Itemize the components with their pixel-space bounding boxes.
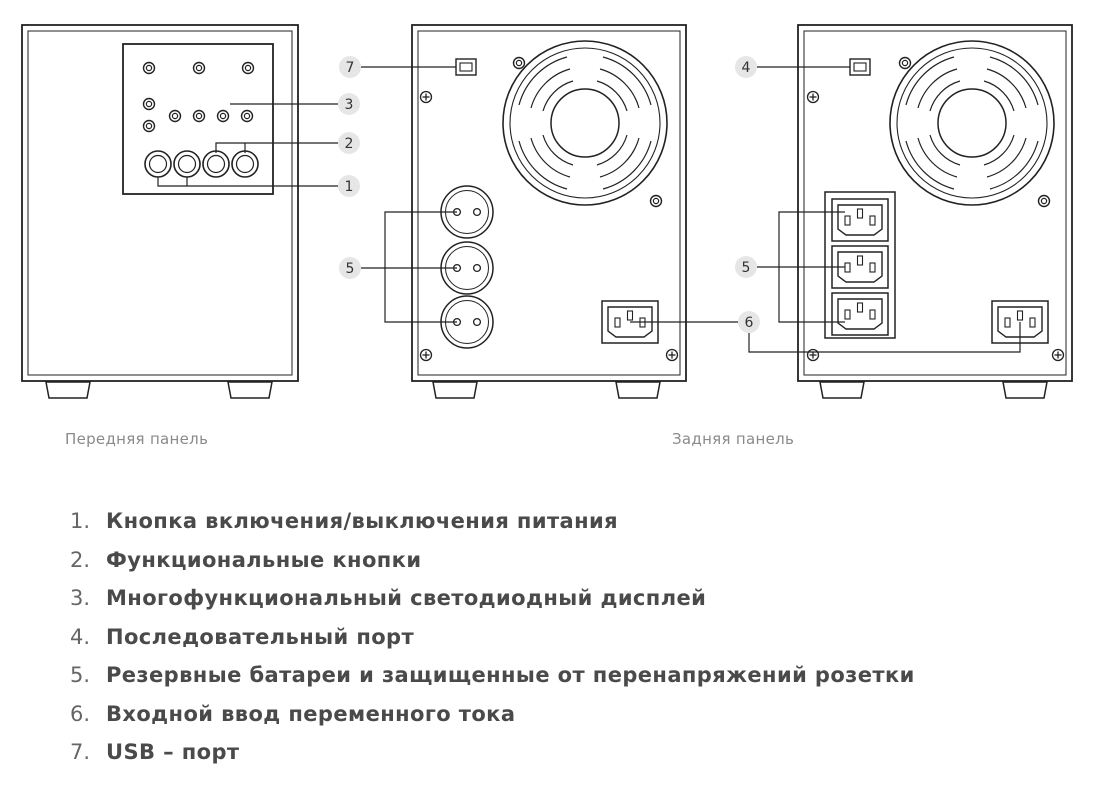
front-panel-caption: Передняя панель xyxy=(65,430,209,448)
screw-hole-icon xyxy=(649,194,663,208)
back-panel-schuko: 7 5 xyxy=(339,24,738,399)
iec-outlet-icon xyxy=(831,292,889,336)
screw-icon xyxy=(419,90,433,104)
ups-panels-diagram: 3 2 1 7 xyxy=(21,24,1073,399)
legend-item: 5. Резервные батареи и защищенные от пере… xyxy=(70,656,915,695)
screw-hole-icon xyxy=(512,56,526,70)
legend-number: 5. xyxy=(70,663,91,687)
legend-item: 3. Многофункциональный светодиодный диспл… xyxy=(70,579,915,618)
legend-item: 4. Последовательный порт xyxy=(70,618,915,657)
svg-text:5: 5 xyxy=(742,260,751,276)
back1-callout-lines xyxy=(361,66,738,323)
legend-number: 6. xyxy=(70,701,91,726)
shared-callout-badge-6: 6 xyxy=(738,311,760,333)
svg-text:6: 6 xyxy=(745,315,754,331)
svg-text:1: 1 xyxy=(345,179,354,195)
back-panel-caption: Задняя панель xyxy=(672,430,795,448)
screw-hole-icon xyxy=(898,56,912,70)
front-callout-lines xyxy=(157,103,338,187)
svg-text:2: 2 xyxy=(345,136,354,152)
screw-hole-icon xyxy=(1037,194,1051,208)
svg-text:3: 3 xyxy=(345,97,354,113)
legend-list: 1. Кнопка включения/выключения питания 2.… xyxy=(70,502,915,772)
svg-text:5: 5 xyxy=(346,261,355,277)
legend-item: 1. Кнопка включения/выключения питания xyxy=(70,502,915,541)
back-panel-iec: 4 5 6 xyxy=(735,24,1073,399)
screw-icon xyxy=(1051,348,1065,362)
legend-number: 7. xyxy=(70,740,91,764)
front-panel: 3 2 1 xyxy=(21,24,360,399)
iec-outlet-icon xyxy=(831,198,889,242)
usb-port-icon xyxy=(455,58,477,76)
front-callout-badge-1: 1 xyxy=(338,175,360,197)
screw-icon xyxy=(665,348,679,362)
back1-callout-badge-7: 7 xyxy=(339,56,361,78)
legend-number: 2. xyxy=(70,547,91,572)
back2-callout-lines xyxy=(748,66,1021,353)
legend-text: Резервные батареи и защищенные от перена… xyxy=(106,663,915,687)
front-callout-badge-2: 2 xyxy=(338,132,360,154)
legend-text: Последовательный порт xyxy=(106,624,415,649)
legend-text: Кнопка включения/выключения питания xyxy=(106,509,619,533)
legend-text: Входной ввод переменного тока xyxy=(106,701,516,726)
svg-text:4: 4 xyxy=(742,60,751,76)
legend-text: USB – порт xyxy=(106,740,240,764)
front-buttons xyxy=(144,150,259,178)
back2-callout-badge-4: 4 xyxy=(735,56,757,78)
svg-text:7: 7 xyxy=(346,60,355,76)
legend-number: 4. xyxy=(70,624,91,649)
legend-text: Функциональные кнопки xyxy=(106,547,422,572)
serial-port-icon xyxy=(849,58,871,76)
screw-icon xyxy=(806,90,820,104)
screw-icon xyxy=(419,348,433,362)
back2-callout-badge-5: 5 xyxy=(735,256,757,278)
legend-item: 2. Функциональные кнопки xyxy=(70,541,915,580)
screw-icon xyxy=(806,348,820,362)
legend-text: Многофункциональный светодиодный дисплей xyxy=(106,586,707,610)
legend-item: 6. Входной ввод переменного тока xyxy=(70,695,915,734)
front-callout-badge-3: 3 xyxy=(338,93,360,115)
back1-callout-badge-5: 5 xyxy=(339,257,361,279)
legend-item: 7. USB – порт xyxy=(70,733,915,772)
legend-number: 3. xyxy=(70,586,91,610)
legend-number: 1. xyxy=(70,509,91,533)
